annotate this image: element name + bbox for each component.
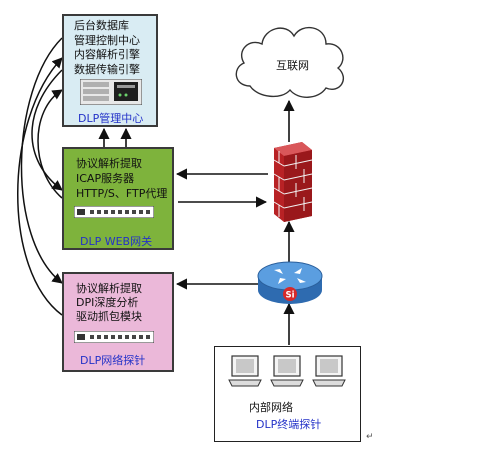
workstations-group [228,355,346,387]
workstation-icon [270,355,304,387]
web-caption: DLP WEB网关 [80,235,153,248]
probe-feature-list: 协议解析提取 DPI深度分析 驱动抓包模块 [76,282,142,324]
paragraph-return-mark: ↵ [366,432,374,442]
web-feature-list: 协议解析提取 ICAP服务器 HTTP/S、FTP代理 [76,156,167,201]
web-feature: HTTP/S、FTP代理 [76,187,168,200]
curve-mgmt-to-probe-outer [20,37,63,284]
probe-feature: 协议解析提取 [76,282,142,295]
probe-feature: DPI深度分析 [76,296,139,309]
web-feature: ICAP服务器 [76,172,135,185]
internet-label: 互联网 [276,59,309,72]
curve-web-to-mgmt [37,89,63,199]
mgmt-feature: 后台数据库 [74,19,129,32]
dlp-web-gateway: 协议解析提取 ICAP服务器 HTTP/S、FTP代理 DLP WEB网关 [62,147,174,250]
mgmt-feature: 管理控制中心 [74,33,140,47]
probe-feature: 驱动抓包模块 [76,310,142,323]
dlp-management-center: 后台数据库 管理控制中心 内容解析引擎 数据传输引擎 DLP管理中心 [62,14,158,127]
dlp-network-probe: 协议解析提取 DPI深度分析 驱动抓包模块 DLP网络探针 [62,272,174,372]
mgmt-feature-list: 后台数据库 管理控制中心 内容解析引擎 数据传输引擎 [74,19,140,77]
web-feature: 协议解析提取 [76,157,142,170]
workstation-icon [312,355,346,387]
mgmt-feature: 内容解析引擎 [74,48,140,61]
mgmt-feature: 数据传输引擎 [74,62,140,76]
probe-caption: DLP网络探针 [80,354,146,367]
router-icon: Si [257,261,323,304]
server-icon [80,79,142,105]
internet-cloud-icon [235,26,344,98]
internal-network-label: 内部网络 [249,401,293,414]
curve-mgmt-to-web [31,69,63,191]
appliance-icon [74,331,154,343]
terminal-probe-caption: DLP终端探针 [256,418,322,431]
router-badge: Si [285,291,294,301]
firewall-icon [273,142,313,222]
appliance-icon [74,206,154,218]
mgmt-caption: DLP管理中心 [78,112,144,125]
curve-probe-to-mgmt [17,57,63,316]
workstation-icon [228,355,262,387]
